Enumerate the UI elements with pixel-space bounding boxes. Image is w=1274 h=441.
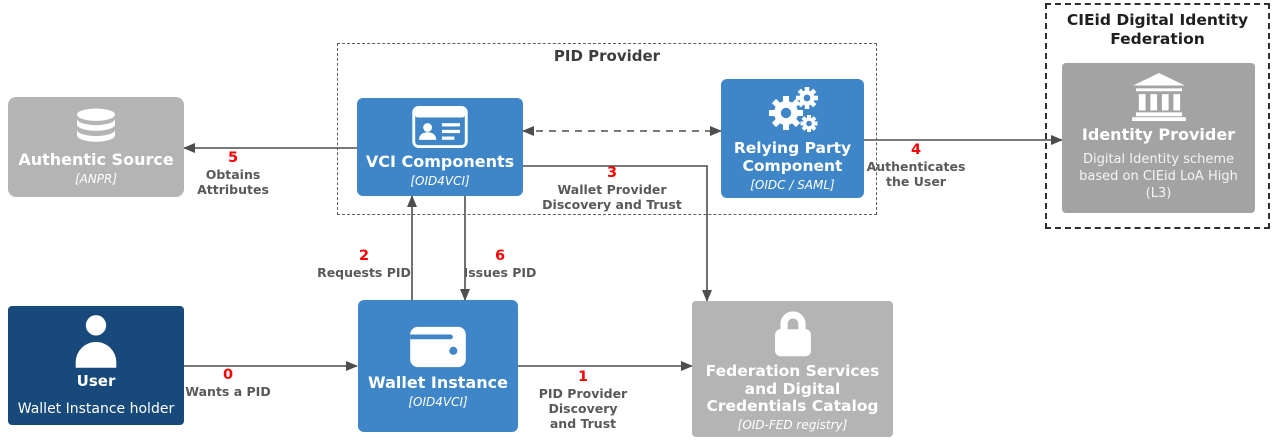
node-wallet-instance: Wallet Instance [OID4VCI] — [358, 300, 518, 432]
step-number-1: 1 — [577, 369, 589, 385]
node-subtitle: Wallet Instance holder — [17, 400, 175, 417]
node-authentic-source: Authentic Source [ANPR] — [8, 97, 184, 197]
node-subtitle: [OID4VCI] — [410, 173, 470, 188]
node-subtitle: [ANPR] — [74, 171, 118, 186]
step-label-0: Wants a PID — [185, 384, 271, 399]
node-subtitle: [OIDC / SAML] — [750, 177, 835, 192]
node-vci-components: VCI Components [OID4VCI] — [357, 98, 523, 196]
edge-label-5: 5 Obtains Attributes — [183, 150, 283, 197]
bank-icon — [1129, 72, 1189, 121]
cieid-federation-group-title: CIEid Digital Identity Federation — [1066, 11, 1249, 48]
pid-provider-group-title: PID Provider — [553, 47, 661, 65]
cieid-federation-group: CIEid Digital Identity Federation — [1045, 3, 1270, 229]
node-title: Wallet Instance — [368, 373, 508, 393]
step-number-5: 5 — [227, 150, 239, 166]
step-number-2: 2 — [358, 248, 370, 264]
node-title: Authentic Source — [18, 150, 174, 170]
person-icon — [72, 314, 120, 369]
node-subtitle: [OID-FED registry] — [737, 418, 848, 433]
lock-icon — [768, 306, 818, 358]
node-relying-party: Relying Party Component [OIDC / SAML] — [721, 79, 864, 198]
node-description: Digital Identity scheme based on CIEid L… — [1079, 152, 1238, 202]
edge-label-3: 3 Wallet Provider Discovery and Trust — [532, 165, 692, 212]
id-card-icon — [412, 106, 468, 149]
step-label-1: PID Provider Discovery and Trust — [538, 386, 628, 431]
step-label-4: Authenticates the User — [866, 159, 966, 189]
node-title: Relying Party Component — [733, 139, 852, 175]
step-number-6: 6 — [494, 248, 506, 264]
node-identity-provider: Identity Provider Digital Identity schem… — [1062, 63, 1255, 213]
node-title: Federation Services and Digital Credenti… — [705, 361, 880, 416]
gears-icon — [766, 85, 820, 135]
node-subtitle: [OID4VCI] — [408, 394, 468, 409]
step-number-4: 4 — [910, 142, 922, 158]
edge-label-4: 4 Authenticates the User — [856, 142, 976, 189]
edge-label-0: 0 Wants a PID — [173, 367, 283, 399]
node-title: VCI Components — [365, 152, 515, 172]
node-title: User — [76, 372, 116, 391]
wallet-icon — [409, 323, 467, 369]
step-label-5: Obtains Attributes — [197, 167, 269, 197]
node-federation-services: Federation Services and Digital Credenti… — [692, 301, 893, 437]
edge-label-2: 2 Requests PID — [304, 248, 424, 280]
step-number-3: 3 — [606, 165, 618, 181]
step-label-3: Wallet Provider Discovery and Trust — [542, 182, 682, 212]
node-user: User Wallet Instance holder — [8, 306, 184, 425]
edge-label-1: 1 PID Provider Discovery and Trust — [523, 369, 643, 431]
step-label-2: Requests PID — [317, 265, 411, 280]
database-icon — [74, 108, 118, 146]
edge-label-6: 6 Issues PID — [445, 248, 555, 280]
step-label-6: Issues PID — [463, 265, 537, 280]
step-number-0: 0 — [222, 367, 234, 383]
pid-provider-group: PID Provider — [337, 43, 877, 215]
node-title: Identity Provider — [1081, 124, 1236, 144]
